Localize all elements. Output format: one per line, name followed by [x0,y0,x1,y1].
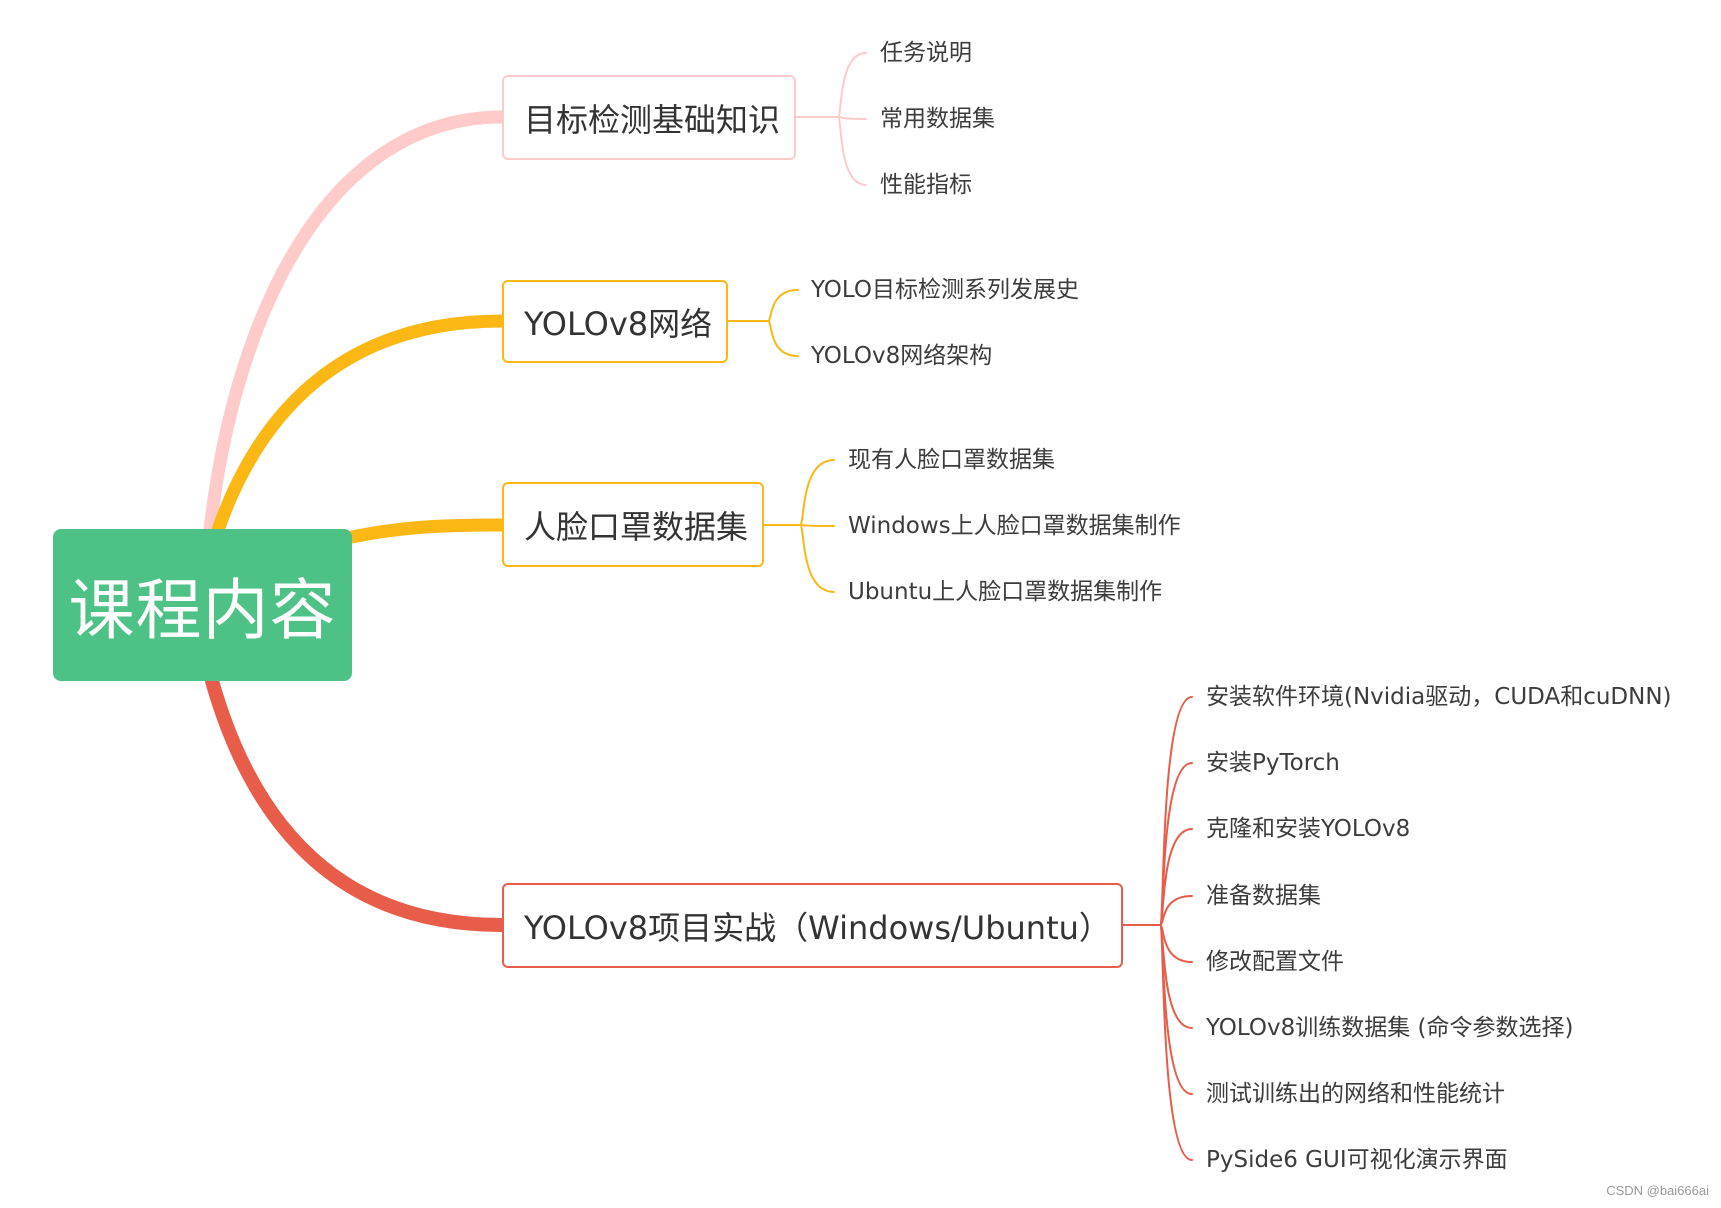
branch-node-face-mask-dataset[interactable]: 人脸口罩数据集 [502,482,764,567]
leaf-node[interactable]: 性能指标 [880,172,972,198]
branch-node-object-detection-basics[interactable]: 目标检测基础知识 [502,75,796,160]
leaf-node[interactable]: Windows上人脸口罩数据集制作 [848,513,1181,539]
leaf-node[interactable]: 准备数据集 [1206,883,1321,909]
leaf-node[interactable]: 克隆和安装YOLOv8 [1206,816,1411,842]
leaf-node[interactable]: 安装PyTorch [1206,750,1340,776]
leaf-node[interactable]: 测试训练出的网络和性能统计 [1206,1081,1505,1107]
leaf-connector [799,524,835,527]
branch-connector [211,314,509,537]
leaf-connector [1159,924,1193,1161]
leaf-node[interactable]: 修改配置文件 [1206,949,1344,975]
leaf-node[interactable]: Ubuntu上人脸口罩数据集制作 [848,579,1163,605]
leaf-node[interactable]: 任务说明 [880,40,972,66]
root-node[interactable]: 课程内容 [53,529,352,681]
leaf-node[interactable]: PySide6 GUI可视化演示界面 [1206,1147,1508,1173]
branch-node-yolov8-network[interactable]: YOLOv8网络 [502,280,728,363]
leaf-connector [1159,924,1193,963]
leaf-connector [799,459,835,526]
leaf-connector [1159,895,1193,926]
leaf-connector [767,320,799,357]
leaf-connector [837,116,867,120]
branch-connector [345,518,509,544]
leaf-connector [837,116,867,186]
leaf-connector [837,52,867,118]
leaf-node[interactable]: YOLO目标检测系列发展史 [811,277,1079,303]
leaf-node[interactable]: 常用数据集 [880,106,995,132]
watermark: CSDN @bai666ai [1606,1183,1709,1198]
branch-connector [205,674,509,932]
leaf-node[interactable]: 现有人脸口罩数据集 [848,447,1055,473]
leaf-node[interactable]: YOLOv8训练数据集 (命令参数选择) [1206,1015,1574,1041]
leaf-node[interactable]: YOLOv8网络架构 [811,343,993,369]
leaf-node[interactable]: 安装软件环境(Nvidia驱动，CUDA和cuDNN) [1206,684,1672,710]
branch-node-yolov8-project[interactable]: YOLOv8项目实战（Windows/Ubuntu） [502,883,1123,968]
leaf-connector [799,524,835,593]
branch-connector [203,110,509,537]
leaf-connector [767,289,799,322]
